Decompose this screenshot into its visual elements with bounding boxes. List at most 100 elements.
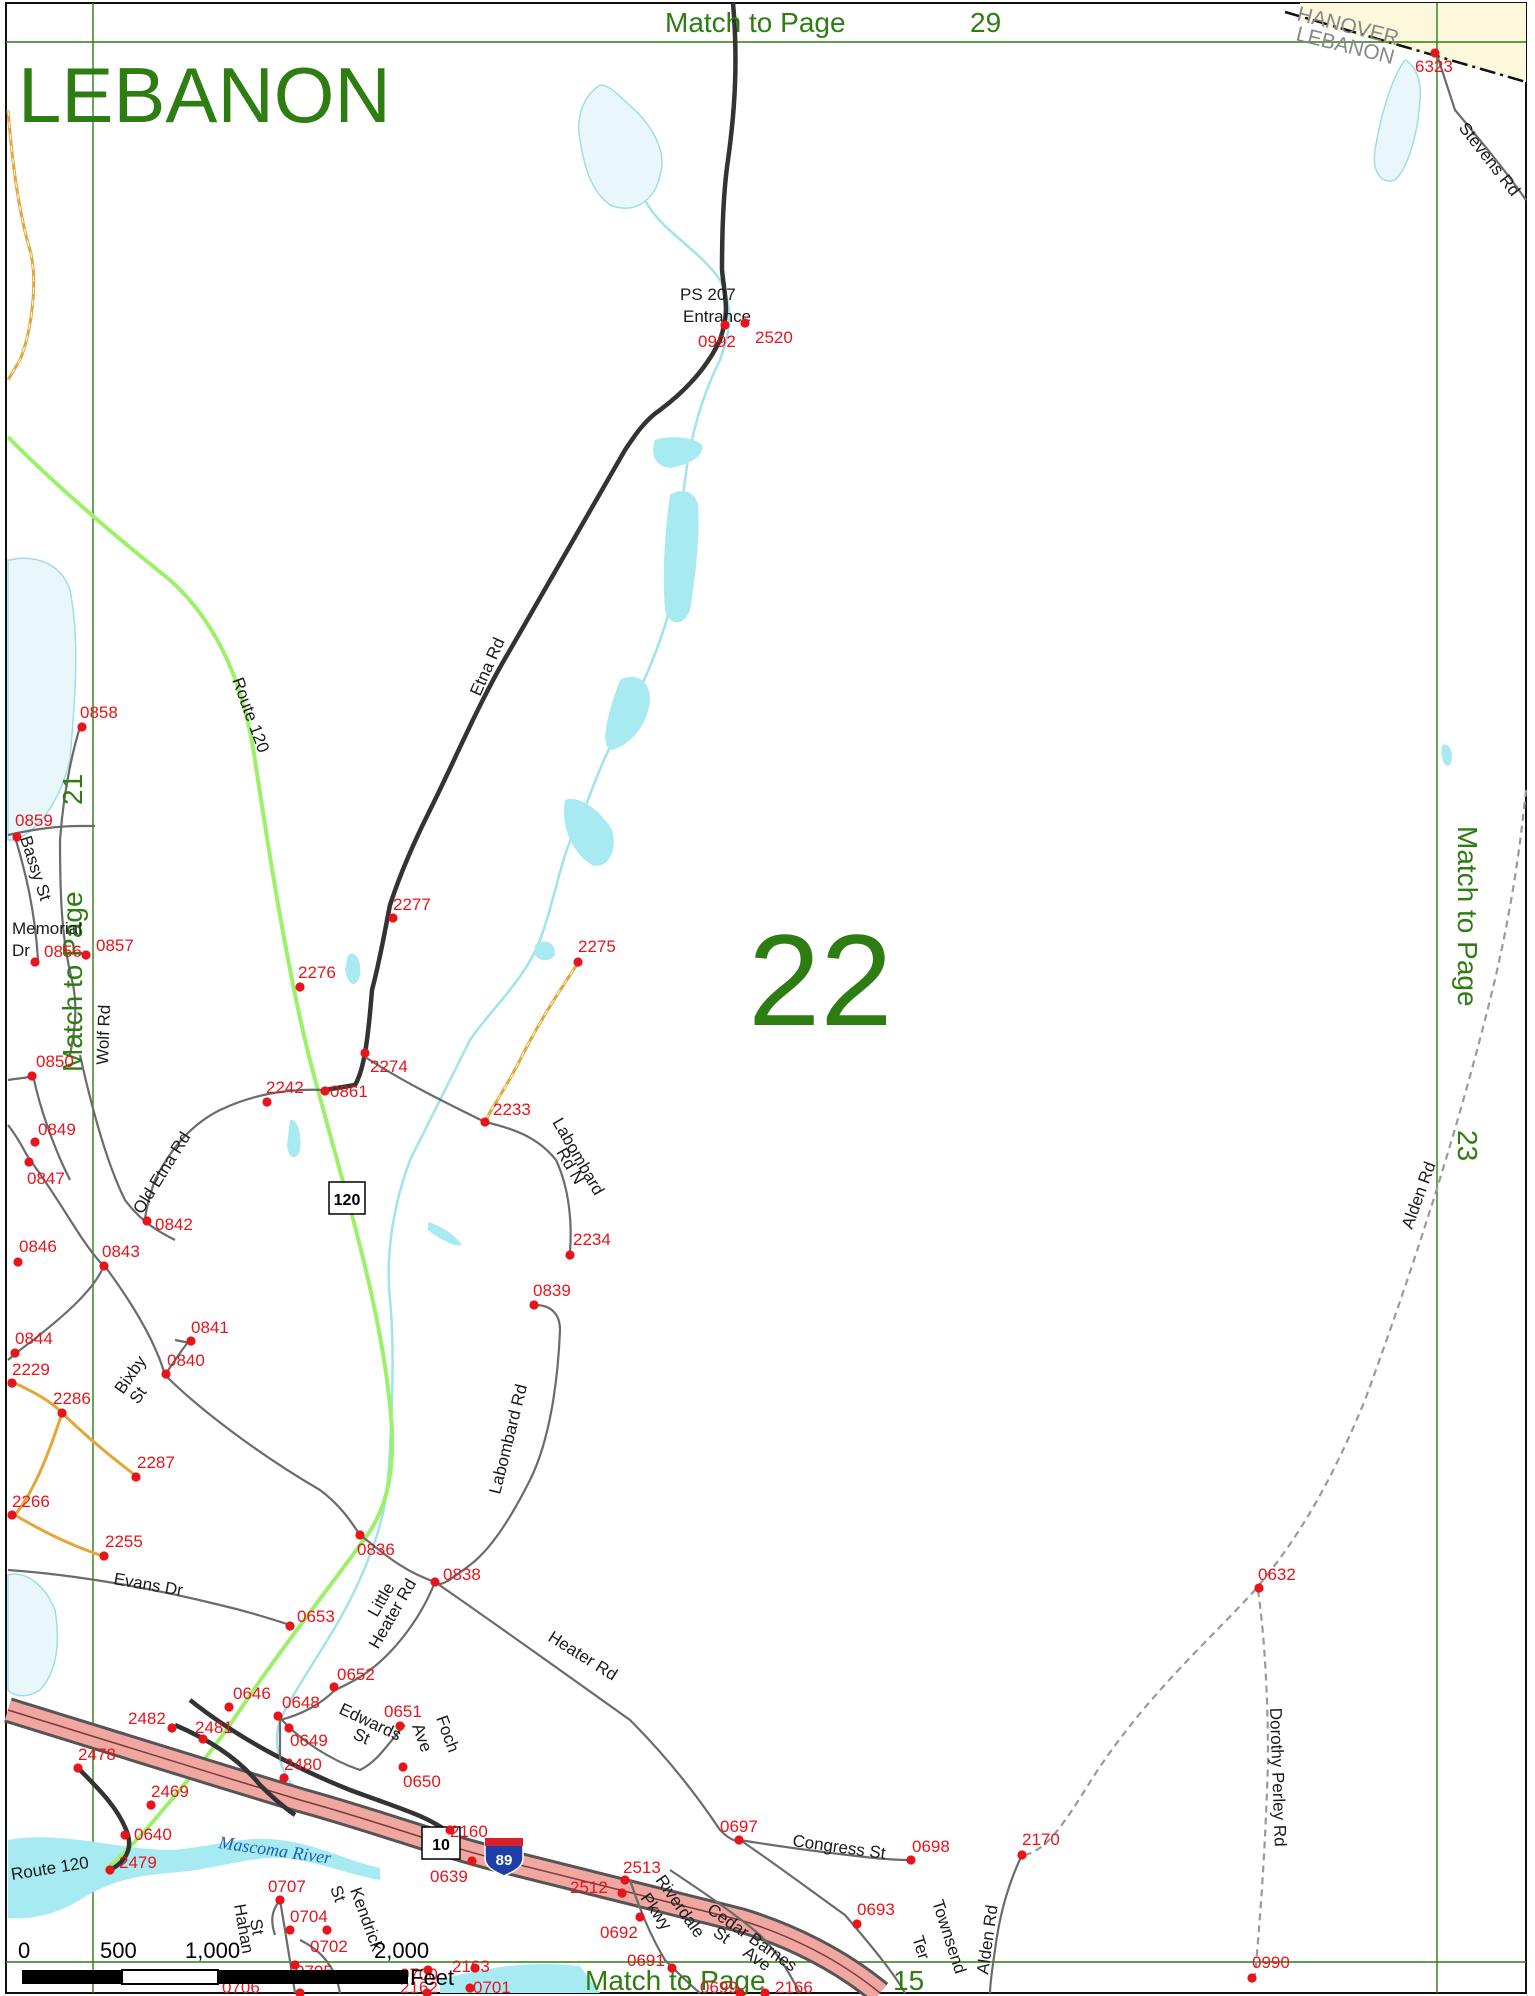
label-wolf-rd: Wolf Rd: [93, 1004, 114, 1065]
node-point-0841: [186, 1336, 196, 1346]
node-point-0652: [329, 1682, 339, 1692]
node-point-2287: [131, 1472, 141, 1482]
node-point-0861: [320, 1086, 330, 1096]
node-label-2287: 2287: [137, 1453, 175, 1472]
node-label-0653: 0653: [297, 1607, 335, 1626]
pond-8: [428, 1222, 462, 1246]
node-label-0842: 0842: [155, 1215, 193, 1234]
node-point-2478: [73, 1763, 83, 1773]
node-label-2469: 2469: [151, 1782, 189, 1801]
pond-9: [1441, 744, 1453, 766]
mascoma-river: [8, 1837, 380, 1919]
node-point-6323: [1430, 48, 1440, 58]
node-point-0649: [284, 1723, 294, 1733]
node-label-2482: 2482: [128, 1709, 166, 1728]
node-label-0850: 0850: [36, 1052, 74, 1071]
ps-label-line2: Entrance: [683, 307, 751, 326]
label-edwards-2: St: [350, 1724, 373, 1748]
node-label-2276: 2276: [298, 963, 336, 982]
node-point-0692: [635, 1912, 645, 1922]
node-point-0850: [27, 1071, 37, 1081]
town-title: LEBANON: [18, 51, 391, 139]
node-point-0844: [10, 1348, 20, 1358]
node-label-2163: 2163: [452, 1957, 490, 1976]
node-label-2520: 2520: [755, 328, 793, 347]
node-label-0846: 0846: [19, 1237, 57, 1256]
svg-text:89: 89: [496, 1852, 513, 1869]
node-label-0841: 0841: [191, 1318, 229, 1337]
wetland-north: [578, 84, 663, 209]
node-point-2479: [105, 1865, 115, 1875]
node-label-0651: 0651: [384, 1702, 422, 1721]
node-point-0836: [355, 1530, 365, 1540]
node-label-2513: 2513: [623, 1858, 661, 1877]
node-point-0857: [81, 950, 91, 960]
node-point-0702: [322, 1925, 332, 1935]
node-label-2162: 2162: [400, 1978, 438, 1996]
node-label-0648: 0648: [282, 1693, 320, 1712]
node-point-0699: [735, 1988, 745, 1996]
node-point-2266: [7, 1510, 17, 1520]
label-dorothy-perley-rd: Dorothy Perley Rd: [1266, 1707, 1290, 1846]
node-label-0652: 0652: [337, 1665, 375, 1684]
node-label-2233: 2233: [493, 1100, 531, 1119]
route-120-line: [6, 435, 395, 1872]
node-label-0859: 0859: [15, 811, 53, 830]
node-point-0653: [285, 1621, 295, 1631]
node-label-0692: 0692: [600, 1923, 638, 1942]
node-label-0698: 0698: [912, 1837, 950, 1856]
node-label-2229: 2229: [12, 1360, 50, 1379]
route-10-line: [188, 1698, 447, 1832]
map-frame: [5, 2, 1527, 1994]
node-label-0702: 0702: [310, 1937, 348, 1956]
pond-4: [564, 799, 614, 866]
label-kendrick-2: St: [326, 1883, 349, 1905]
node-label-2481: 2481: [195, 1718, 233, 1737]
node-label-2478: 2478: [78, 1745, 116, 1764]
node-label-2277: 2277: [393, 895, 431, 914]
node-point-0706: [295, 1988, 305, 1996]
pond-5: [535, 941, 556, 961]
node-point-0691: [667, 1963, 677, 1973]
node-point-0704: [285, 1925, 295, 1935]
scale-tick-2000: 2,000: [374, 1938, 429, 1963]
label-hahan-2: St: [246, 1917, 268, 1936]
local-roads: [7, 54, 1527, 1994]
node-label-0861: 0861: [330, 1082, 368, 1101]
node-point-0842: [142, 1216, 152, 1226]
pond-3: [605, 676, 650, 750]
node-point-0640: [120, 1830, 130, 1840]
match-grid-lines: [6, 3, 1526, 1993]
node-point-0632: [1254, 1583, 1264, 1593]
node-point-2481: [198, 1734, 208, 1744]
node-label-0847: 0847: [27, 1169, 65, 1188]
node-point-0700: [423, 1965, 433, 1975]
node-point-2480: [279, 1773, 289, 1783]
node-label-0849: 0849: [38, 1120, 76, 1139]
node-label-0704: 0704: [290, 1907, 328, 1926]
node-label-0699: 0699: [700, 1978, 738, 1996]
node-label-0840: 0840: [167, 1351, 205, 1370]
node-label-0836: 0836: [357, 1540, 395, 1559]
node-point-0650: [398, 1762, 408, 1772]
node-point-2234: [565, 1250, 575, 1260]
node-point-2166: [760, 1988, 770, 1996]
node-label-0693: 0693: [857, 1900, 895, 1919]
node-point-0839: [529, 1300, 539, 1310]
node-label-0838: 0838: [443, 1565, 481, 1584]
node-label-0707: 0707: [268, 1877, 306, 1896]
node-point-0859: [12, 832, 22, 842]
scale-tick-0: 0: [18, 1938, 30, 1963]
node-label-0990: 0990: [1252, 1953, 1290, 1972]
node-label-2160: 2160: [450, 1822, 488, 1841]
scale-tick-500: 500: [100, 1938, 137, 1963]
node-point-0646: [224, 1702, 234, 1712]
node-label-0691: 0691: [627, 1951, 665, 1970]
node-label-2242: 2242: [266, 1078, 304, 1097]
node-point-2276: [295, 982, 305, 992]
node-point-0992: [720, 320, 730, 330]
match-left-label: Match to Page: [57, 891, 88, 1072]
node-label-0650: 0650: [403, 1772, 441, 1791]
water-features: [7, 59, 1453, 1993]
